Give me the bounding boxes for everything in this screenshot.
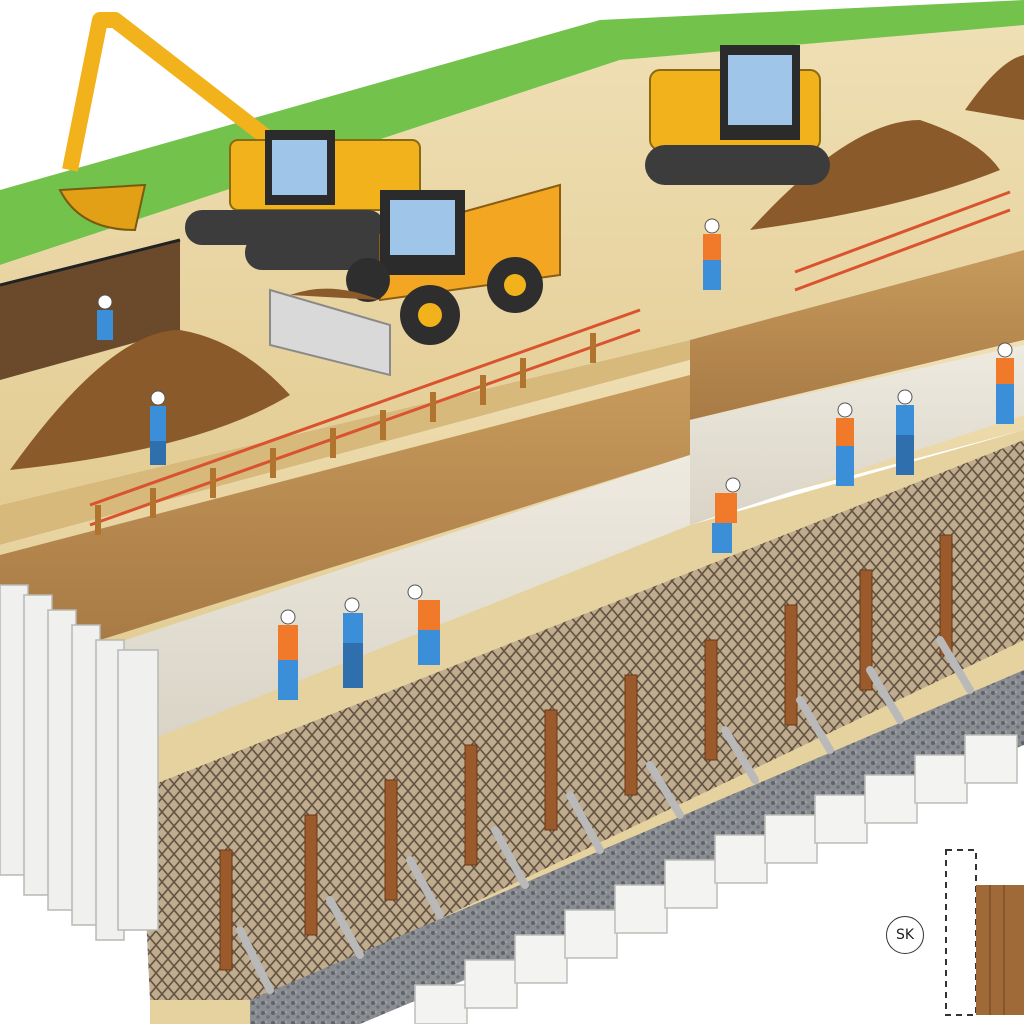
anchor bbox=[936, 636, 974, 694]
soil-pile-right bbox=[750, 120, 1000, 230]
pile bbox=[384, 779, 398, 901]
excavator-icon bbox=[58, 12, 421, 270]
stack-block bbox=[117, 649, 159, 931]
pile bbox=[704, 639, 718, 761]
anchor bbox=[566, 791, 604, 854]
anchor bbox=[721, 726, 759, 784]
pile bbox=[624, 674, 638, 796]
block bbox=[514, 934, 568, 984]
block bbox=[614, 884, 668, 934]
block bbox=[864, 774, 918, 824]
pile bbox=[464, 744, 478, 866]
block bbox=[714, 834, 768, 884]
anchor bbox=[646, 761, 684, 819]
signature-badge: SK bbox=[886, 916, 924, 954]
worker-icon bbox=[836, 402, 854, 486]
worker-icon bbox=[896, 389, 914, 475]
terrace-wall bbox=[0, 375, 690, 640]
dump-truck-icon bbox=[346, 183, 561, 345]
pile bbox=[859, 569, 873, 691]
berm-face bbox=[690, 250, 1024, 420]
anchor bbox=[406, 856, 444, 919]
pile bbox=[219, 849, 233, 971]
worker-icon bbox=[150, 390, 166, 465]
grass-strip bbox=[0, 0, 1024, 265]
soil-pile-left bbox=[10, 330, 290, 470]
rebar-mesh bbox=[140, 440, 1024, 1000]
block bbox=[764, 814, 818, 864]
gravel-channel bbox=[250, 670, 1024, 1024]
fence-posts bbox=[95, 333, 596, 535]
worker-icon bbox=[712, 477, 741, 553]
pile bbox=[544, 709, 558, 831]
wood-panel-sketch bbox=[945, 849, 1024, 1016]
left-block-stack bbox=[0, 584, 159, 941]
worker-icon bbox=[407, 584, 440, 665]
anchor bbox=[326, 896, 364, 959]
anchor bbox=[866, 666, 904, 724]
workers bbox=[97, 218, 1014, 700]
pile bbox=[784, 604, 798, 726]
block bbox=[914, 754, 968, 804]
fence-right bbox=[794, 190, 1011, 292]
block bbox=[664, 859, 718, 909]
bulldozer-icon bbox=[269, 288, 391, 377]
block bbox=[464, 959, 518, 1009]
worker-icon bbox=[278, 609, 298, 700]
block-row bbox=[414, 734, 1018, 1024]
pile bbox=[304, 814, 318, 936]
berm-top-edge bbox=[0, 340, 690, 545]
block bbox=[964, 734, 1018, 784]
block bbox=[564, 909, 618, 959]
anchor-row bbox=[236, 636, 974, 994]
worker-icon bbox=[996, 342, 1014, 424]
excavator-icon-right bbox=[645, 45, 830, 185]
pile-row bbox=[219, 534, 953, 971]
worker-icon bbox=[343, 597, 363, 688]
worker-icon bbox=[97, 294, 113, 340]
fence-upper bbox=[89, 308, 641, 527]
anchor bbox=[796, 696, 834, 754]
worker-icon bbox=[703, 218, 721, 290]
soil-pile-corner bbox=[965, 55, 1024, 120]
concrete-layer-right bbox=[690, 345, 1024, 525]
block bbox=[414, 984, 468, 1024]
concrete-layer bbox=[110, 455, 690, 740]
block bbox=[814, 794, 868, 844]
anchor bbox=[236, 926, 274, 994]
left-fence bbox=[0, 238, 181, 380]
anchor bbox=[491, 826, 529, 889]
